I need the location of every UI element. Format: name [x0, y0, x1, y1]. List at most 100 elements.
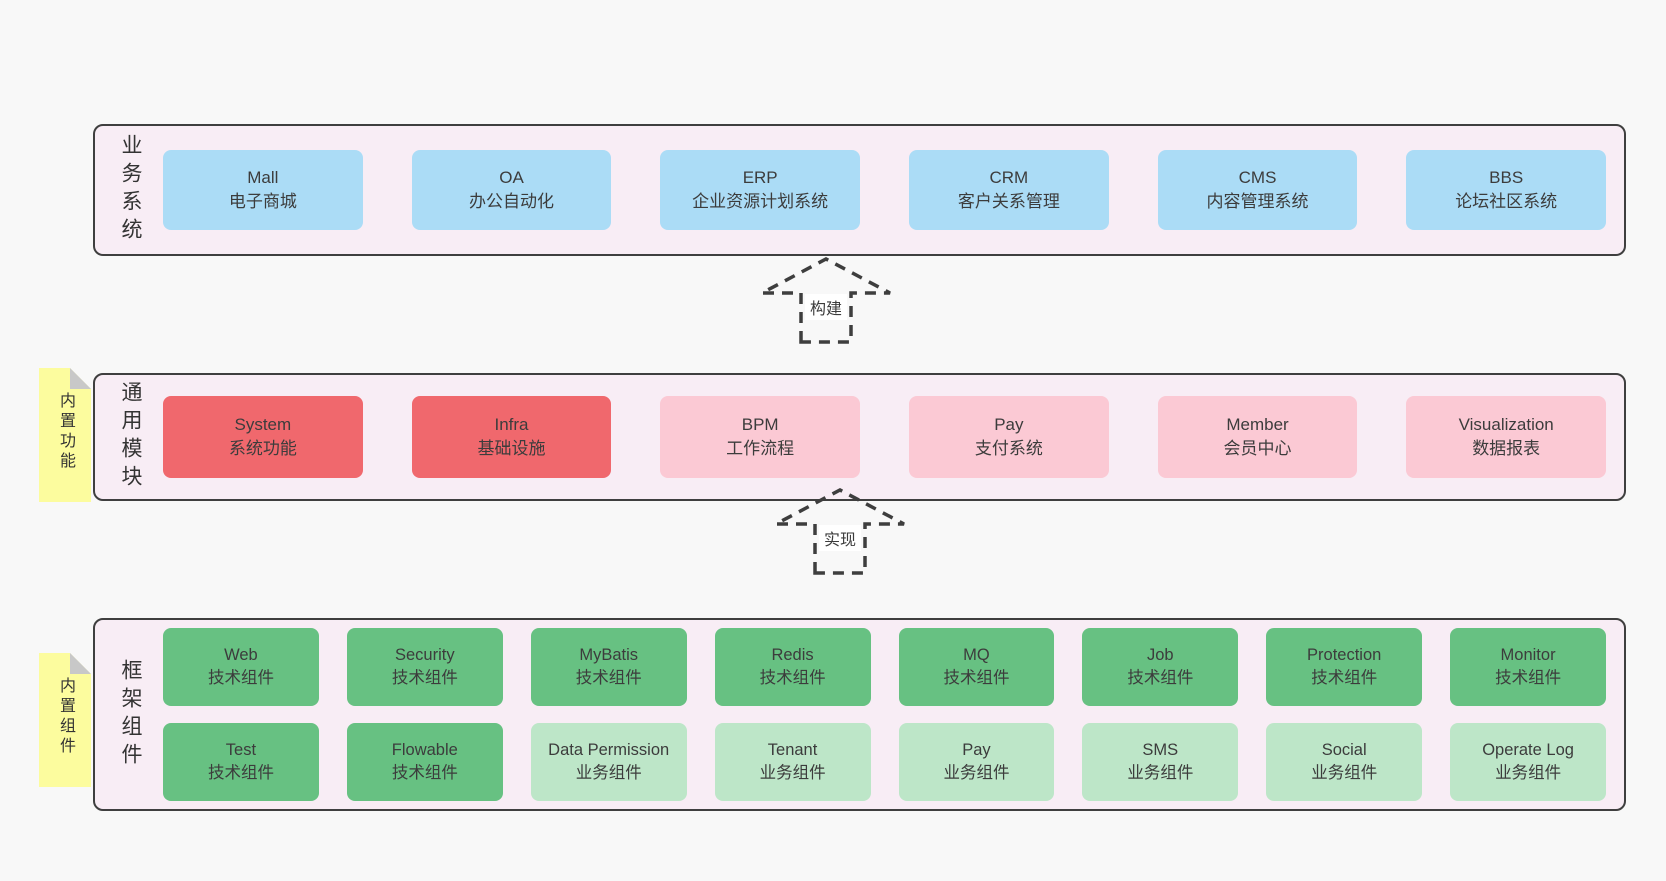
box-job: Job 技术组件	[1082, 628, 1239, 706]
box-title: Pay	[994, 414, 1024, 434]
box-subtitle: 企业资源计划系统	[692, 192, 829, 211]
sticky-note-body	[39, 368, 91, 502]
box-sms: SMS 业务组件	[1082, 723, 1239, 801]
box-cms: CMS 内容管理系统	[1157, 150, 1358, 230]
box-mq: MQ 技术组件	[898, 628, 1055, 706]
box-web: Web 技术组件	[163, 628, 319, 706]
box-operate-log: Operate Log 业务组件	[1450, 723, 1606, 801]
box-subtitle: 技术组件	[1311, 669, 1378, 687]
arrow-implement: 实现	[771, 487, 909, 575]
box-title: Security	[395, 645, 455, 664]
box-subtitle: 办公自动化	[469, 192, 554, 211]
box-flowable: Flowable 技术组件	[346, 723, 503, 801]
box-title: Test	[225, 740, 257, 759]
box-monitor: Monitor 技术组件	[1450, 628, 1606, 706]
box-erp: ERP 企业资源计划系统	[660, 150, 861, 230]
box-title: CMS	[1238, 167, 1277, 187]
box-title: Operate Log	[1482, 740, 1574, 759]
box-pay: Pay 支付系统	[909, 396, 1109, 478]
box-subtitle: 技术组件	[1127, 669, 1194, 687]
box-subtitle: 基础设施	[477, 439, 546, 458]
box-protection: Protection 技术组件	[1266, 628, 1423, 706]
sticky-note-text: 内置组件	[57, 677, 74, 757]
box-title: Protection	[1307, 645, 1382, 664]
box-crm: CRM 客户关系管理	[909, 150, 1109, 230]
box-subtitle: 会员中心	[1223, 439, 1292, 458]
box-title: Visualization	[1458, 414, 1554, 434]
box-title: Data Permission	[548, 740, 670, 759]
box-title: Social	[1321, 740, 1367, 759]
box-pay-biz: Pay 业务组件	[898, 723, 1055, 801]
box-data-permission: Data Permission 业务组件	[530, 723, 687, 801]
box-tenant: Tenant 业务组件	[714, 723, 871, 801]
sticky-note-builtin-components: 内置组件	[39, 653, 91, 787]
box-subtitle: 内容管理系统	[1206, 192, 1309, 211]
box-subtitle: 技术组件	[207, 669, 274, 687]
box-title: Web	[224, 645, 258, 664]
box-redis: Redis 技术组件	[714, 628, 871, 706]
arrow-label-implement: 实现	[818, 525, 862, 551]
box-bbs: BBS 论坛社区系统	[1406, 150, 1607, 230]
box-subtitle: 技术组件	[207, 764, 274, 782]
box-subtitle: 技术组件	[943, 669, 1010, 687]
layer-business-systems: 业务系统 Mall 电子商城 OA 办公自动化 ERP 企业资源计划系统 CRM…	[93, 124, 1626, 256]
box-subtitle: 业务组件	[1311, 764, 1378, 782]
box-member: Member 会员中心	[1157, 396, 1358, 478]
box-subtitle: 论坛社区系统	[1455, 192, 1558, 211]
dashed-up-arrow-icon	[761, 257, 891, 344]
box-title: ERP	[742, 167, 778, 187]
box-title: Monitor	[1500, 645, 1556, 664]
box-title: Infra	[494, 414, 529, 434]
box-mall: Mall 电子商城	[163, 150, 363, 230]
layer-framework-components: 框架组件 Web 技术组件 Security 技术组件 MyBatis 技术组件…	[93, 618, 1626, 811]
framework-rows: Web 技术组件 Security 技术组件 MyBatis 技术组件 Redi…	[151, 628, 1624, 801]
box-system: System 系统功能	[163, 396, 363, 478]
box-oa: OA 办公自动化	[411, 150, 612, 230]
box-social: Social 业务组件	[1266, 723, 1423, 801]
framework-boxes-row-1: Web 技术组件 Security 技术组件 MyBatis 技术组件 Redi…	[163, 628, 1606, 706]
layer-common-modules: 通用模块 System 系统功能 Infra 基础设施 BPM 工作流程 Pay…	[93, 373, 1626, 501]
box-title: BPM	[741, 414, 779, 434]
box-title: Member	[1226, 414, 1289, 434]
box-title: MQ	[963, 645, 990, 664]
box-subtitle: 业务组件	[1495, 764, 1562, 782]
box-subtitle: 技术组件	[575, 669, 642, 687]
box-title: Job	[1147, 645, 1174, 664]
box-title: Redis	[771, 645, 814, 664]
box-subtitle: 业务组件	[759, 764, 826, 782]
arrow-label-build: 构建	[804, 294, 848, 320]
box-subtitle: 技术组件	[759, 669, 826, 687]
box-subtitle: 系统功能	[228, 439, 297, 458]
arrow-build: 构建	[757, 256, 895, 344]
business-boxes-row: Mall 电子商城 OA 办公自动化 ERP 企业资源计划系统 CRM 客户关系…	[151, 150, 1624, 230]
box-visualization: Visualization 数据报表	[1406, 396, 1607, 478]
sticky-note-fold-corner	[70, 653, 91, 674]
box-title: System	[234, 414, 292, 434]
box-mybatis: MyBatis 技术组件	[530, 628, 687, 706]
box-subtitle: 业务组件	[1127, 764, 1194, 782]
sticky-note-body	[39, 653, 91, 787]
box-subtitle: 技术组件	[391, 669, 458, 687]
box-title: MyBatis	[579, 645, 639, 664]
box-title: CRM	[989, 167, 1029, 187]
box-subtitle: 数据报表	[1472, 439, 1541, 458]
layer-label-business: 业务系统	[119, 134, 142, 246]
box-subtitle: 业务组件	[943, 764, 1010, 782]
dashed-up-arrow-icon	[775, 488, 905, 575]
box-title: Flowable	[391, 740, 458, 759]
sticky-note-builtin-features: 内置功能	[39, 368, 91, 502]
box-subtitle: 技术组件	[391, 764, 458, 782]
box-title: Mall	[247, 167, 279, 187]
sticky-note-text: 内置功能	[57, 392, 74, 472]
framework-boxes-row-2: Test 技术组件 Flowable 技术组件 Data Permission …	[163, 723, 1606, 801]
box-subtitle: 技术组件	[1495, 669, 1562, 687]
sticky-note-fold-corner	[70, 368, 91, 389]
box-subtitle: 客户关系管理	[957, 192, 1060, 211]
box-test: Test 技术组件	[163, 723, 319, 801]
box-bpm: BPM 工作流程	[660, 396, 861, 478]
common-boxes-row: System 系统功能 Infra 基础设施 BPM 工作流程 Pay 支付系统…	[151, 396, 1624, 478]
box-subtitle: 支付系统	[974, 439, 1043, 458]
box-title: SMS	[1142, 740, 1179, 759]
box-title: OA	[499, 167, 524, 187]
box-subtitle: 电子商城	[228, 192, 297, 211]
